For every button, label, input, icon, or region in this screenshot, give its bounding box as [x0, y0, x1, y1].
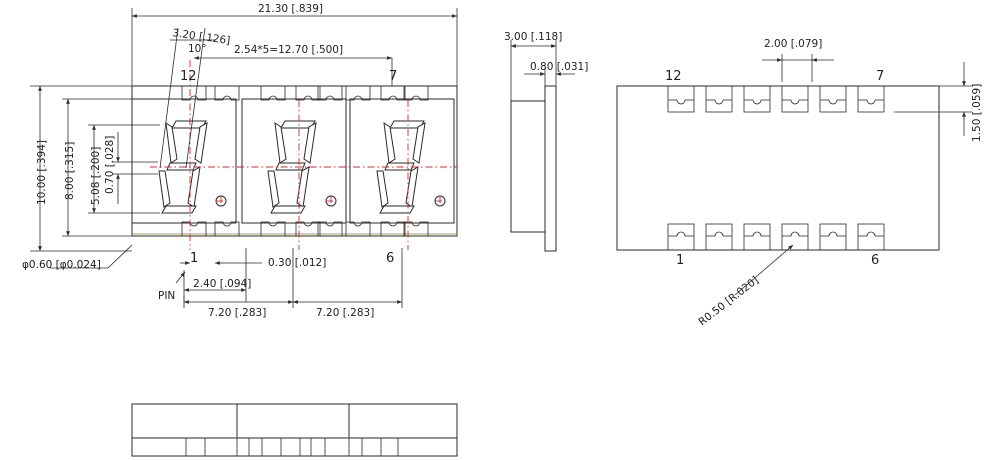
pin-pitch-label: 2.54*5=12.70 [.500]: [234, 44, 343, 56]
front-pin-12: 12: [180, 69, 197, 84]
pin-marker-label: PIN: [158, 290, 175, 302]
front-pin-7: 7: [389, 69, 397, 84]
side-view: 3.00 [.118] 0.80 [.031]: [504, 31, 588, 252]
side-depth-label: 3.00 [.118]: [504, 31, 562, 43]
pin-gap-label: 0.30 [.012]: [268, 257, 326, 269]
pad-width-label: 2.00 [.079]: [764, 38, 822, 50]
window-height-label: 8.00 [.315]: [64, 142, 76, 200]
digit-height-label: 5.08 [.200]: [90, 147, 102, 205]
pin-offset-label: 2.40 [.094]: [193, 278, 251, 290]
pin-hole-label: φ0.60 [φ0.024]: [22, 259, 101, 271]
back-pin-12: 12: [665, 69, 682, 84]
back-pin-7: 7: [876, 69, 884, 84]
back-pin-6: 6: [871, 253, 879, 268]
slant-angle-label: 10°: [188, 43, 207, 55]
front-top-pads: [181, 85, 429, 101]
back-bottom-pads: [667, 223, 885, 251]
digit-pitch-2-label: 7.20 [.283]: [316, 307, 374, 319]
back-top-pads: [667, 85, 885, 113]
back-view: 2.00 [.079] 1.50 [.059] R0.50 [R.020] 12…: [616, 38, 983, 328]
back-pin-1: 1: [676, 253, 684, 268]
height-label: 10.00 [.394]: [36, 140, 48, 205]
seg-thickness-upper-label: 0.70 [.028]: [104, 136, 116, 194]
pad-height-label: 1.50 [.059]: [971, 84, 983, 142]
decimal-point-3: [434, 195, 446, 207]
front-pin-6: 6: [386, 251, 394, 266]
front-dimensions: 21.30 [.839] 3.20 [.126] 10° 2.54*5=12.7…: [22, 3, 458, 319]
front-view: [131, 27, 458, 250]
front-pin-1: 1: [190, 251, 198, 266]
overall-width-label: 21.30 [.839]: [258, 3, 323, 15]
bottom-view: [131, 403, 458, 457]
pad-radius-label: R0.50 [R.020]: [696, 274, 761, 328]
decimal-point-2: [325, 195, 337, 207]
digit-pitch-1-label: 7.20 [.283]: [208, 307, 266, 319]
decimal-point-1: [215, 195, 227, 207]
side-lip-label: 0.80 [.031]: [530, 61, 588, 73]
